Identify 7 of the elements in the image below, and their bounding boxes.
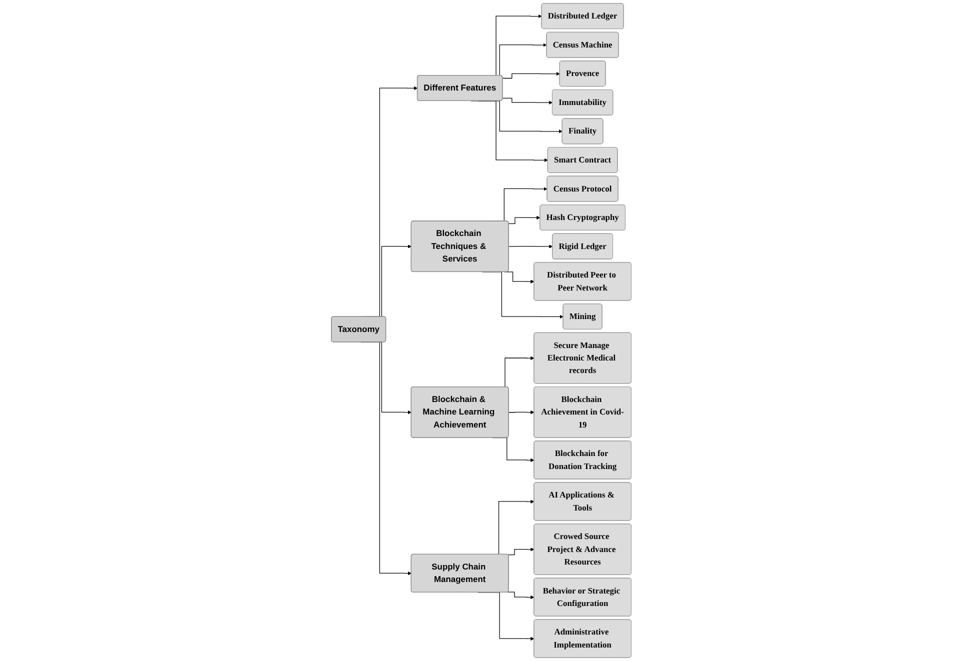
arrow [502, 72, 560, 79]
arrow [508, 548, 534, 556]
arrow [508, 244, 553, 248]
arrow [502, 98, 553, 104]
arrow [508, 410, 534, 414]
arrow [508, 216, 540, 224]
arrow [508, 592, 534, 600]
